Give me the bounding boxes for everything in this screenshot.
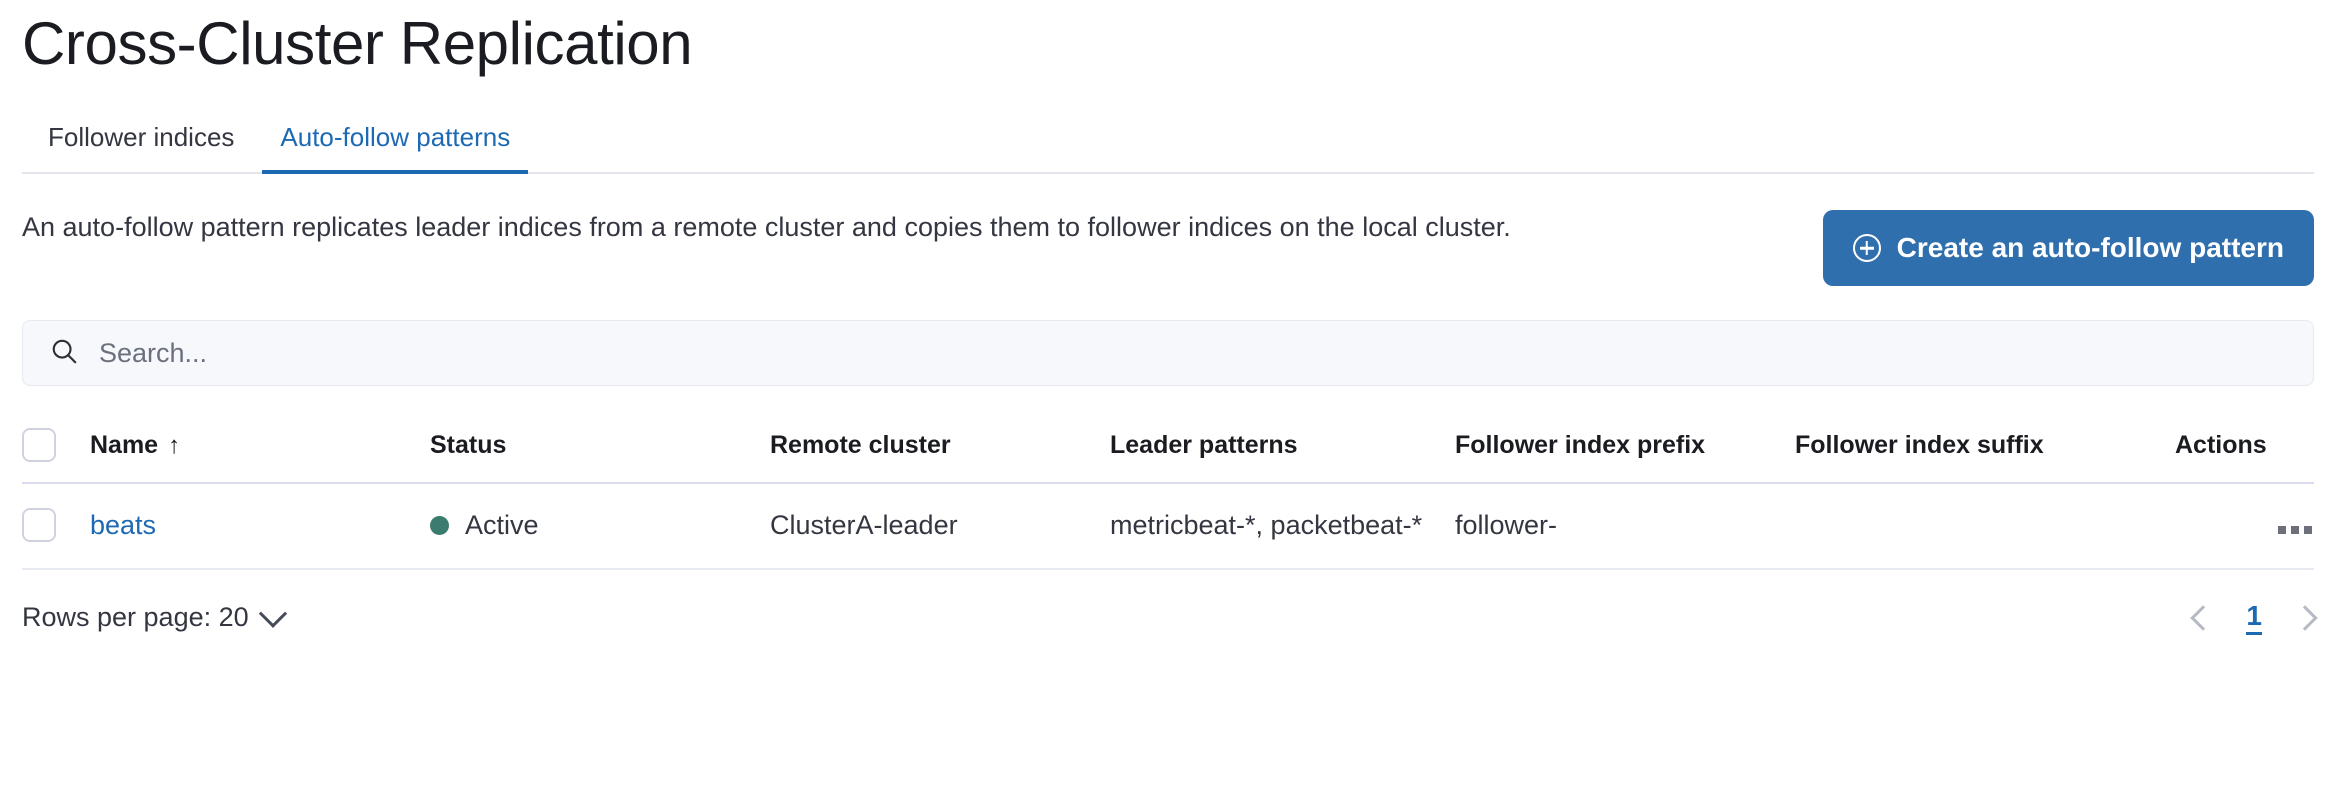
column-header-actions: Actions — [2175, 414, 2314, 484]
chevron-right-icon[interactable] — [2292, 604, 2318, 631]
cell-leader-patterns: metricbeat-*, packetbeat-* — [1110, 483, 1455, 571]
cell-follower-index-prefix: follower- — [1455, 483, 1795, 571]
auto-follow-pattern-link[interactable]: beats — [90, 509, 157, 540]
column-header-name[interactable]: Name ↑ — [90, 414, 430, 484]
auto-follow-patterns-table: Name ↑ Status Remote cluster Leader patte… — [22, 414, 2314, 571]
cell-actions — [2175, 483, 2314, 571]
row-select-cell — [22, 483, 90, 571]
column-header-follower-index-prefix[interactable]: Follower index prefix — [1455, 414, 1795, 484]
page-number-1[interactable]: 1 — [2246, 600, 2262, 635]
arrow-up-icon: ↑ — [168, 431, 181, 459]
cell-follower-index-suffix — [1795, 483, 2175, 571]
rows-per-page-label: Rows per page: 20 — [22, 602, 249, 632]
row-checkbox[interactable] — [22, 508, 56, 543]
create-auto-follow-pattern-label: Create an auto-follow pattern — [1896, 232, 2284, 263]
column-header-follower-index-suffix[interactable]: Follower index suffix — [1795, 414, 2175, 484]
intro-section: An auto-follow pattern replicates leader… — [22, 208, 2314, 286]
cell-remote-cluster: ClusterA-leader — [770, 483, 1110, 571]
chevron-left-icon[interactable] — [2190, 604, 2217, 631]
status-dot-icon — [430, 515, 449, 535]
column-header-name-label: Name — [90, 430, 159, 459]
chevron-down-icon — [258, 599, 287, 628]
cell-name: beats — [90, 483, 430, 571]
search-input[interactable] — [99, 337, 2287, 369]
column-header-status[interactable]: Status — [430, 414, 770, 484]
column-header-remote-cluster[interactable]: Remote cluster — [770, 414, 1110, 484]
cell-status: Active — [430, 483, 770, 571]
table-header-row: Name ↑ Status Remote cluster Leader patte… — [22, 414, 2314, 484]
create-auto-follow-pattern-button[interactable]: Create an auto-follow pattern — [1822, 210, 2314, 286]
tab-bar: Follower indices Auto-follow patterns — [22, 110, 2314, 174]
intro-description: An auto-follow pattern replicates leader… — [22, 212, 1511, 242]
search-bar[interactable] — [22, 320, 2314, 386]
page-title: Cross-Cluster Replication — [22, 10, 693, 77]
search-icon — [49, 336, 79, 371]
column-header-leader-patterns[interactable]: Leader patterns — [1110, 414, 1455, 484]
ellipsis-icon[interactable] — [2276, 520, 2314, 540]
table-footer: Rows per page: 20 1 — [22, 599, 2318, 635]
table-row: beats Active ClusterA-leader metricbeat-… — [22, 483, 2314, 571]
tab-auto-follow-patterns[interactable]: Auto-follow patterns — [262, 124, 529, 174]
select-all-header — [22, 414, 90, 484]
plus-in-circle-icon — [1852, 234, 1881, 262]
status-label: Active — [465, 509, 539, 540]
rows-per-page-selector[interactable]: Rows per page: 20 — [22, 599, 287, 633]
tab-follower-indices[interactable]: Follower indices — [48, 122, 235, 152]
pagination: 1 — [2190, 600, 2318, 635]
select-all-checkbox[interactable] — [22, 428, 56, 462]
